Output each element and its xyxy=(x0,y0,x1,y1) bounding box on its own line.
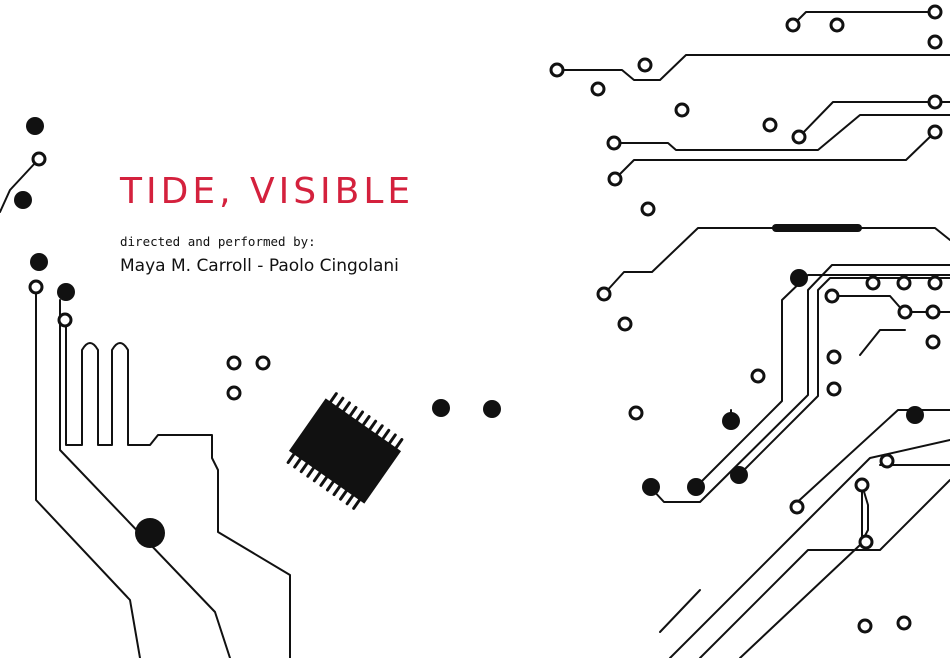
left-pads xyxy=(14,117,165,548)
right-pads-filled xyxy=(642,269,924,496)
microchip xyxy=(286,392,404,510)
credit-names: Maya M. Carroll - Paolo Cingolani xyxy=(120,256,399,276)
center-pads xyxy=(226,355,501,418)
right-traces xyxy=(556,11,950,658)
credit-label: directed and performed by: xyxy=(120,234,316,249)
show-title: TIDE, VISIBLE xyxy=(120,171,415,212)
right-pads-open xyxy=(549,4,943,634)
